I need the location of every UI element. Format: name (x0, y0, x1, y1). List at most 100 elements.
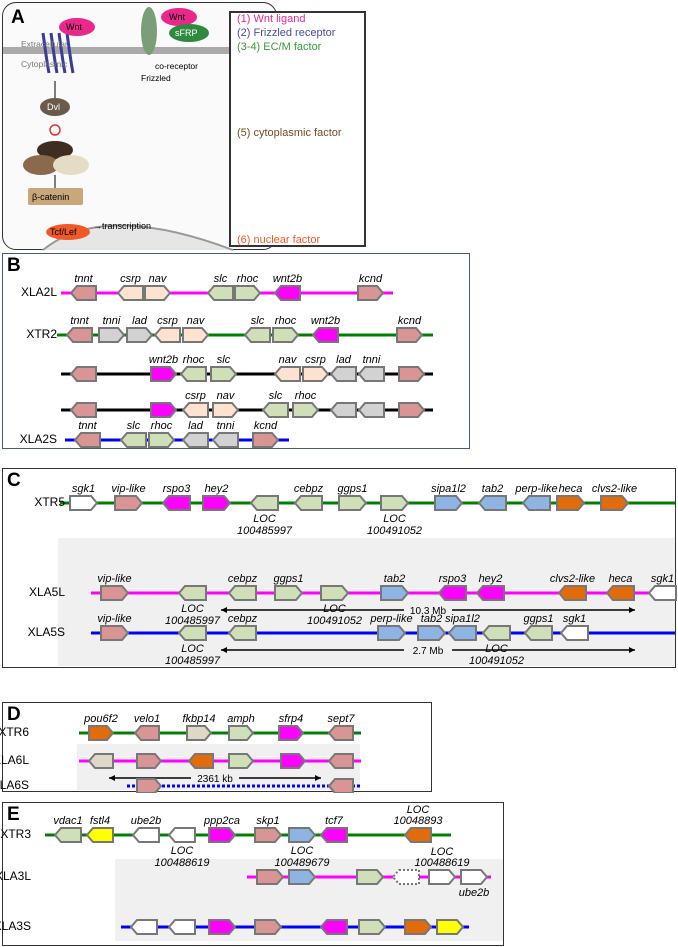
gene-label: 100485997 (165, 615, 221, 627)
gene-label: 100485997 (237, 525, 293, 537)
gene-clvs2-like (557, 585, 587, 601)
gene-label: slc (217, 354, 231, 366)
panel-c-label: C (7, 470, 21, 491)
gene-ggps1 (523, 625, 553, 641)
span-label: 2361 kb (197, 774, 233, 785)
gene-label: clvs2-like (550, 573, 595, 585)
gene-label: nav (187, 315, 206, 327)
gene-cebpz (293, 495, 323, 511)
gene-ube2b (131, 827, 160, 843)
gene-red (256, 869, 285, 885)
gene-label: fstl4 (90, 815, 110, 827)
gene-vip-like (100, 625, 130, 641)
track-name: XLA5L (28, 585, 65, 599)
gene-red (69, 366, 97, 382)
gene-tab2 (417, 625, 447, 641)
gene-skp1 (254, 827, 283, 843)
gene-wnt (319, 919, 348, 935)
gene-label: wnt2b (149, 354, 178, 366)
gene-label: sipa1l2 (431, 483, 466, 495)
gene-label: 100489679 (274, 857, 329, 869)
gene-kcnd (357, 285, 385, 301)
panel-d-label: D (7, 704, 21, 725)
gene-label: vip-like (97, 613, 131, 625)
panel-b-label: B (7, 255, 21, 276)
gene-label: 100488619 (154, 857, 209, 869)
track-name: XTR2 (26, 327, 57, 341)
cytoplasmic-label: Cytoplasmic (21, 59, 68, 69)
gene-ggps1 (338, 495, 368, 511)
gene-label: fkbp14 (182, 713, 215, 725)
gene-tab2 (477, 495, 507, 511)
gene-slc (119, 432, 147, 448)
dvl-text: Dvl (47, 102, 60, 112)
gene-grey (329, 402, 357, 418)
gene-orange (404, 919, 433, 935)
gene-wnt2b (150, 366, 178, 382)
span-label-bg (404, 604, 452, 616)
gene-label: LOC (485, 643, 508, 655)
gene-label: cebpz (228, 573, 258, 585)
gene-label: 100491052 (367, 525, 422, 537)
gene-slc (243, 327, 271, 343)
sfrp (169, 24, 209, 42)
gene-rspo3 (161, 495, 191, 511)
track-name: XLA3L (0, 869, 31, 883)
gene-blue (288, 869, 317, 885)
gene-label: tnnt (74, 273, 93, 285)
gene-ube2b (460, 869, 489, 885)
gene-LOC-100489679 (288, 827, 317, 843)
gene-red (69, 402, 97, 418)
gene-label: sgk1 (563, 613, 586, 625)
gene-rhoc (234, 285, 262, 301)
span-label-bg (191, 772, 239, 784)
gene-label: LOC (407, 804, 430, 816)
gene-vip-like (100, 585, 130, 601)
gene-kcnd (252, 432, 280, 448)
gene-label: rhoc (237, 273, 259, 285)
gene-white (167, 919, 196, 935)
gene-label: skp1 (256, 815, 279, 827)
gene-wnt (150, 402, 178, 418)
gene-label: nav (279, 354, 298, 366)
gene-rhoc (179, 366, 207, 382)
co-receptor (141, 7, 157, 55)
gene-tan (87, 753, 114, 769)
gene-green (228, 753, 255, 769)
gene-csrp (116, 285, 144, 301)
gene-label: sgk1 (651, 573, 674, 585)
gene-label: perp-like (369, 613, 412, 625)
gene-perp-like (521, 495, 551, 511)
gene-kcnd (396, 327, 424, 343)
panel-e-label: E (7, 804, 20, 825)
legend-item: (5) cytoplasmic factor (237, 127, 342, 139)
transcription-text: →transcription (93, 221, 151, 231)
gene-wnt2b (311, 327, 339, 343)
gene-green (356, 869, 385, 885)
track-name: XLA2L (20, 285, 57, 299)
gene-label: 10048893 (394, 815, 444, 827)
gene-rhoc (148, 432, 176, 448)
track-name: XLA6L (0, 753, 29, 767)
gene-label: csrp (305, 354, 326, 366)
gene-heca (556, 495, 586, 511)
gene-vip-like (114, 495, 144, 511)
gene-ppp2ca (208, 827, 237, 843)
gene-hey2 (475, 585, 505, 601)
wnt-ligand (59, 18, 95, 36)
gene-label: 100488619 (414, 857, 469, 869)
legend-item: (2) Frizzled receptor (237, 27, 336, 39)
gene-label: nav (217, 390, 236, 402)
gene-sfrp4 (278, 725, 305, 741)
track-name: XLA3S (0, 919, 31, 933)
gene-lad (329, 366, 357, 382)
gene-label: LOC (181, 643, 204, 655)
gene-label: kcnd (359, 273, 383, 285)
gene-label: 100491052 (307, 615, 362, 627)
gene-label: slc (269, 390, 283, 402)
wnt-text-2: Wnt (169, 12, 186, 22)
gene-sgk1 (69, 495, 99, 511)
